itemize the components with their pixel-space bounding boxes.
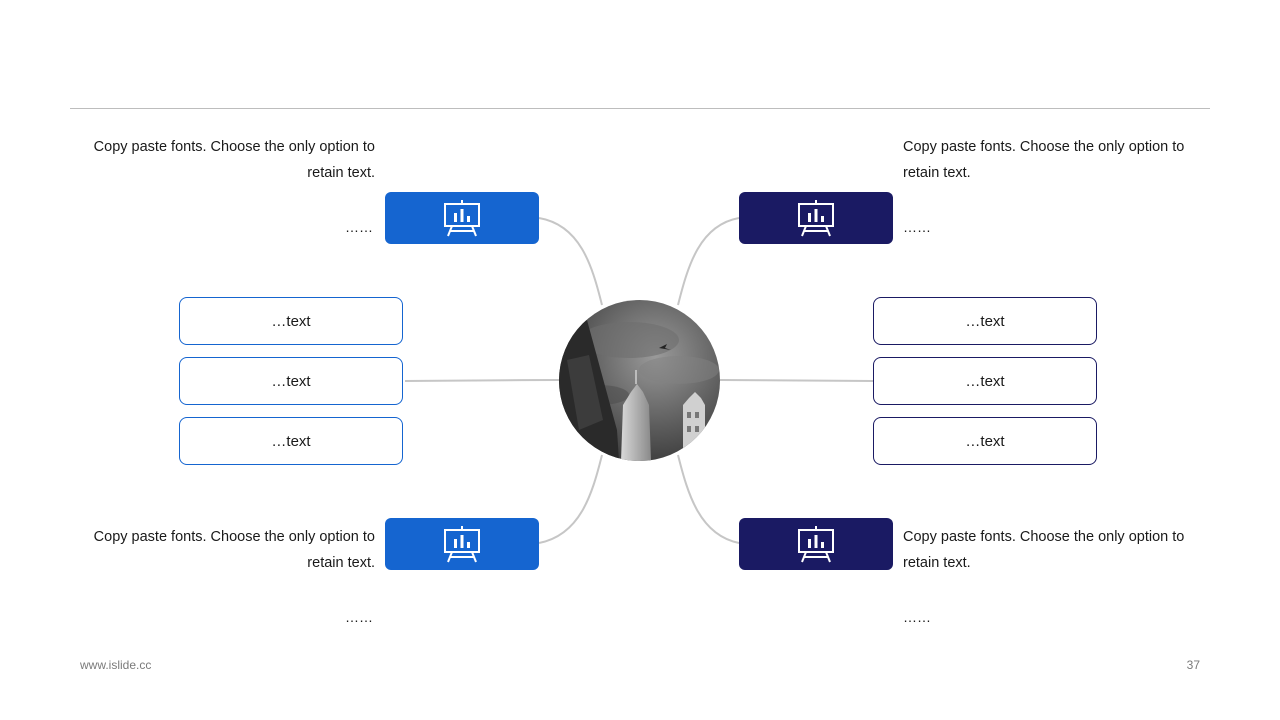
center-city-photo [559, 300, 720, 461]
branch-dots-bottom-left: …… [345, 609, 373, 625]
connector-left [404, 379, 560, 382]
left-item-1[interactable]: …text [179, 297, 403, 345]
branch-dots-top-right: …… [903, 219, 931, 235]
connector-bottom-left [538, 454, 603, 544]
left-item-3[interactable]: …text [179, 417, 403, 465]
right-item-3[interactable]: …text [873, 417, 1097, 465]
chart-button-bottom-left[interactable] [385, 518, 539, 570]
presentation-chart-icon [444, 200, 480, 237]
right-item-2[interactable]: …text [873, 357, 1097, 405]
right-item-1[interactable]: …text [873, 297, 1097, 345]
footer-website: www.islide.cc [80, 658, 152, 672]
page-number: 37 [1186, 658, 1200, 672]
branch-dots-bottom-right: …… [903, 609, 931, 625]
presentation-chart-icon [444, 526, 480, 563]
connector-top-right [677, 217, 740, 306]
branch-text-top-right: Copy paste fonts. Choose the only option… [903, 139, 1185, 181]
chart-button-top-left[interactable] [385, 192, 539, 244]
connector-right [719, 379, 874, 382]
chart-button-bottom-right[interactable] [739, 518, 893, 570]
branch-dots-top-left: …… [345, 219, 373, 235]
connector-top-left [538, 217, 603, 306]
header-divider [70, 108, 1210, 109]
presentation-chart-icon [798, 200, 834, 237]
chart-button-top-right[interactable] [739, 192, 893, 244]
branch-text-bottom-right: Copy paste fonts. Choose the only option… [903, 529, 1185, 571]
connector-bottom-right [677, 454, 740, 544]
branch-text-top-left: Copy paste fonts. Choose the only option… [93, 139, 375, 181]
branch-text-bottom-left: Copy paste fonts. Choose the only option… [93, 529, 375, 571]
left-item-2[interactable]: …text [179, 357, 403, 405]
presentation-chart-icon [798, 526, 834, 563]
